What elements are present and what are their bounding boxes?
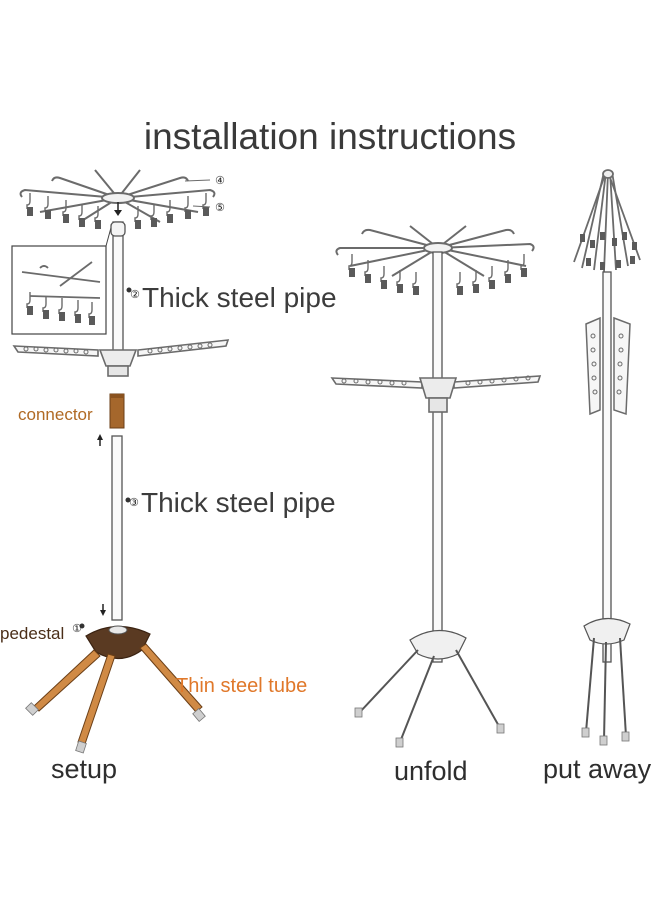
label-thick-pipe-upper: Thick steel pipe (142, 282, 337, 313)
caption-setup: setup (51, 754, 118, 784)
callout-5: ⑤ (215, 201, 225, 214)
unfold-pole (432, 251, 443, 663)
setup-lower-pipe (111, 435, 123, 621)
setup-rack (11, 169, 230, 754)
callout-2: ② (130, 288, 140, 301)
connector-part (109, 393, 125, 429)
folded-top (573, 169, 641, 273)
diagram-title: installation instructions (143, 116, 517, 157)
unfold-lower-arms (330, 375, 542, 413)
label-thin-tube: Thin steel tube (176, 675, 308, 697)
unfold-rack (330, 225, 542, 748)
label-thick-pipe-lower: Thick steel pipe (141, 487, 336, 518)
callout-3: ③ (129, 496, 139, 509)
callout-1: ① (72, 622, 82, 635)
put-away-rack (573, 169, 641, 746)
label-connector: connector (18, 405, 93, 424)
caption-unfold: unfold (394, 756, 468, 786)
callout-4: ④ (215, 174, 225, 187)
callout-numbers: ④ ⑤ ② ③ ① (72, 174, 225, 635)
put-away-pole (602, 271, 612, 663)
caption-put-away: put away (543, 754, 652, 784)
pedestal-part (85, 625, 151, 660)
label-pedestal: pedestal (0, 624, 65, 643)
setup-upper-pipe (112, 221, 124, 371)
